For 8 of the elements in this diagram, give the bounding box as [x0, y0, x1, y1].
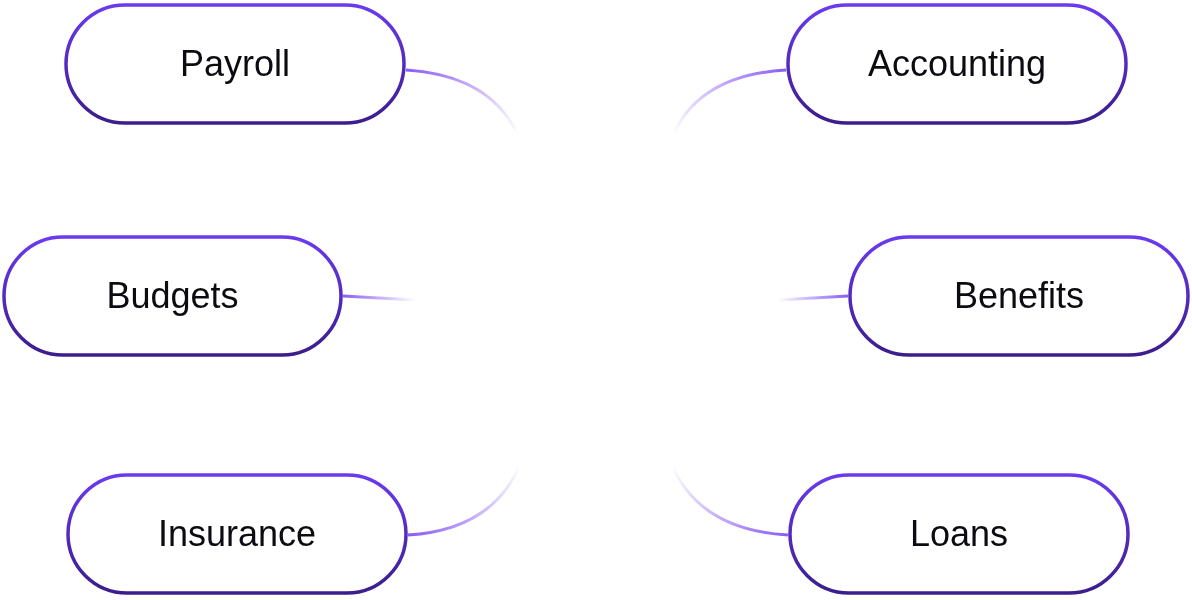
node-label: Benefits: [953, 275, 1085, 317]
connector-line: [777, 294, 849, 302]
node-label: Insurance: [157, 513, 317, 555]
node-label: Budgets: [106, 275, 239, 317]
node-label: Loans: [909, 513, 1009, 555]
connector-line: [342, 294, 416, 302]
node-label: Accounting: [867, 43, 1047, 85]
node-label: Payroll: [179, 43, 290, 85]
